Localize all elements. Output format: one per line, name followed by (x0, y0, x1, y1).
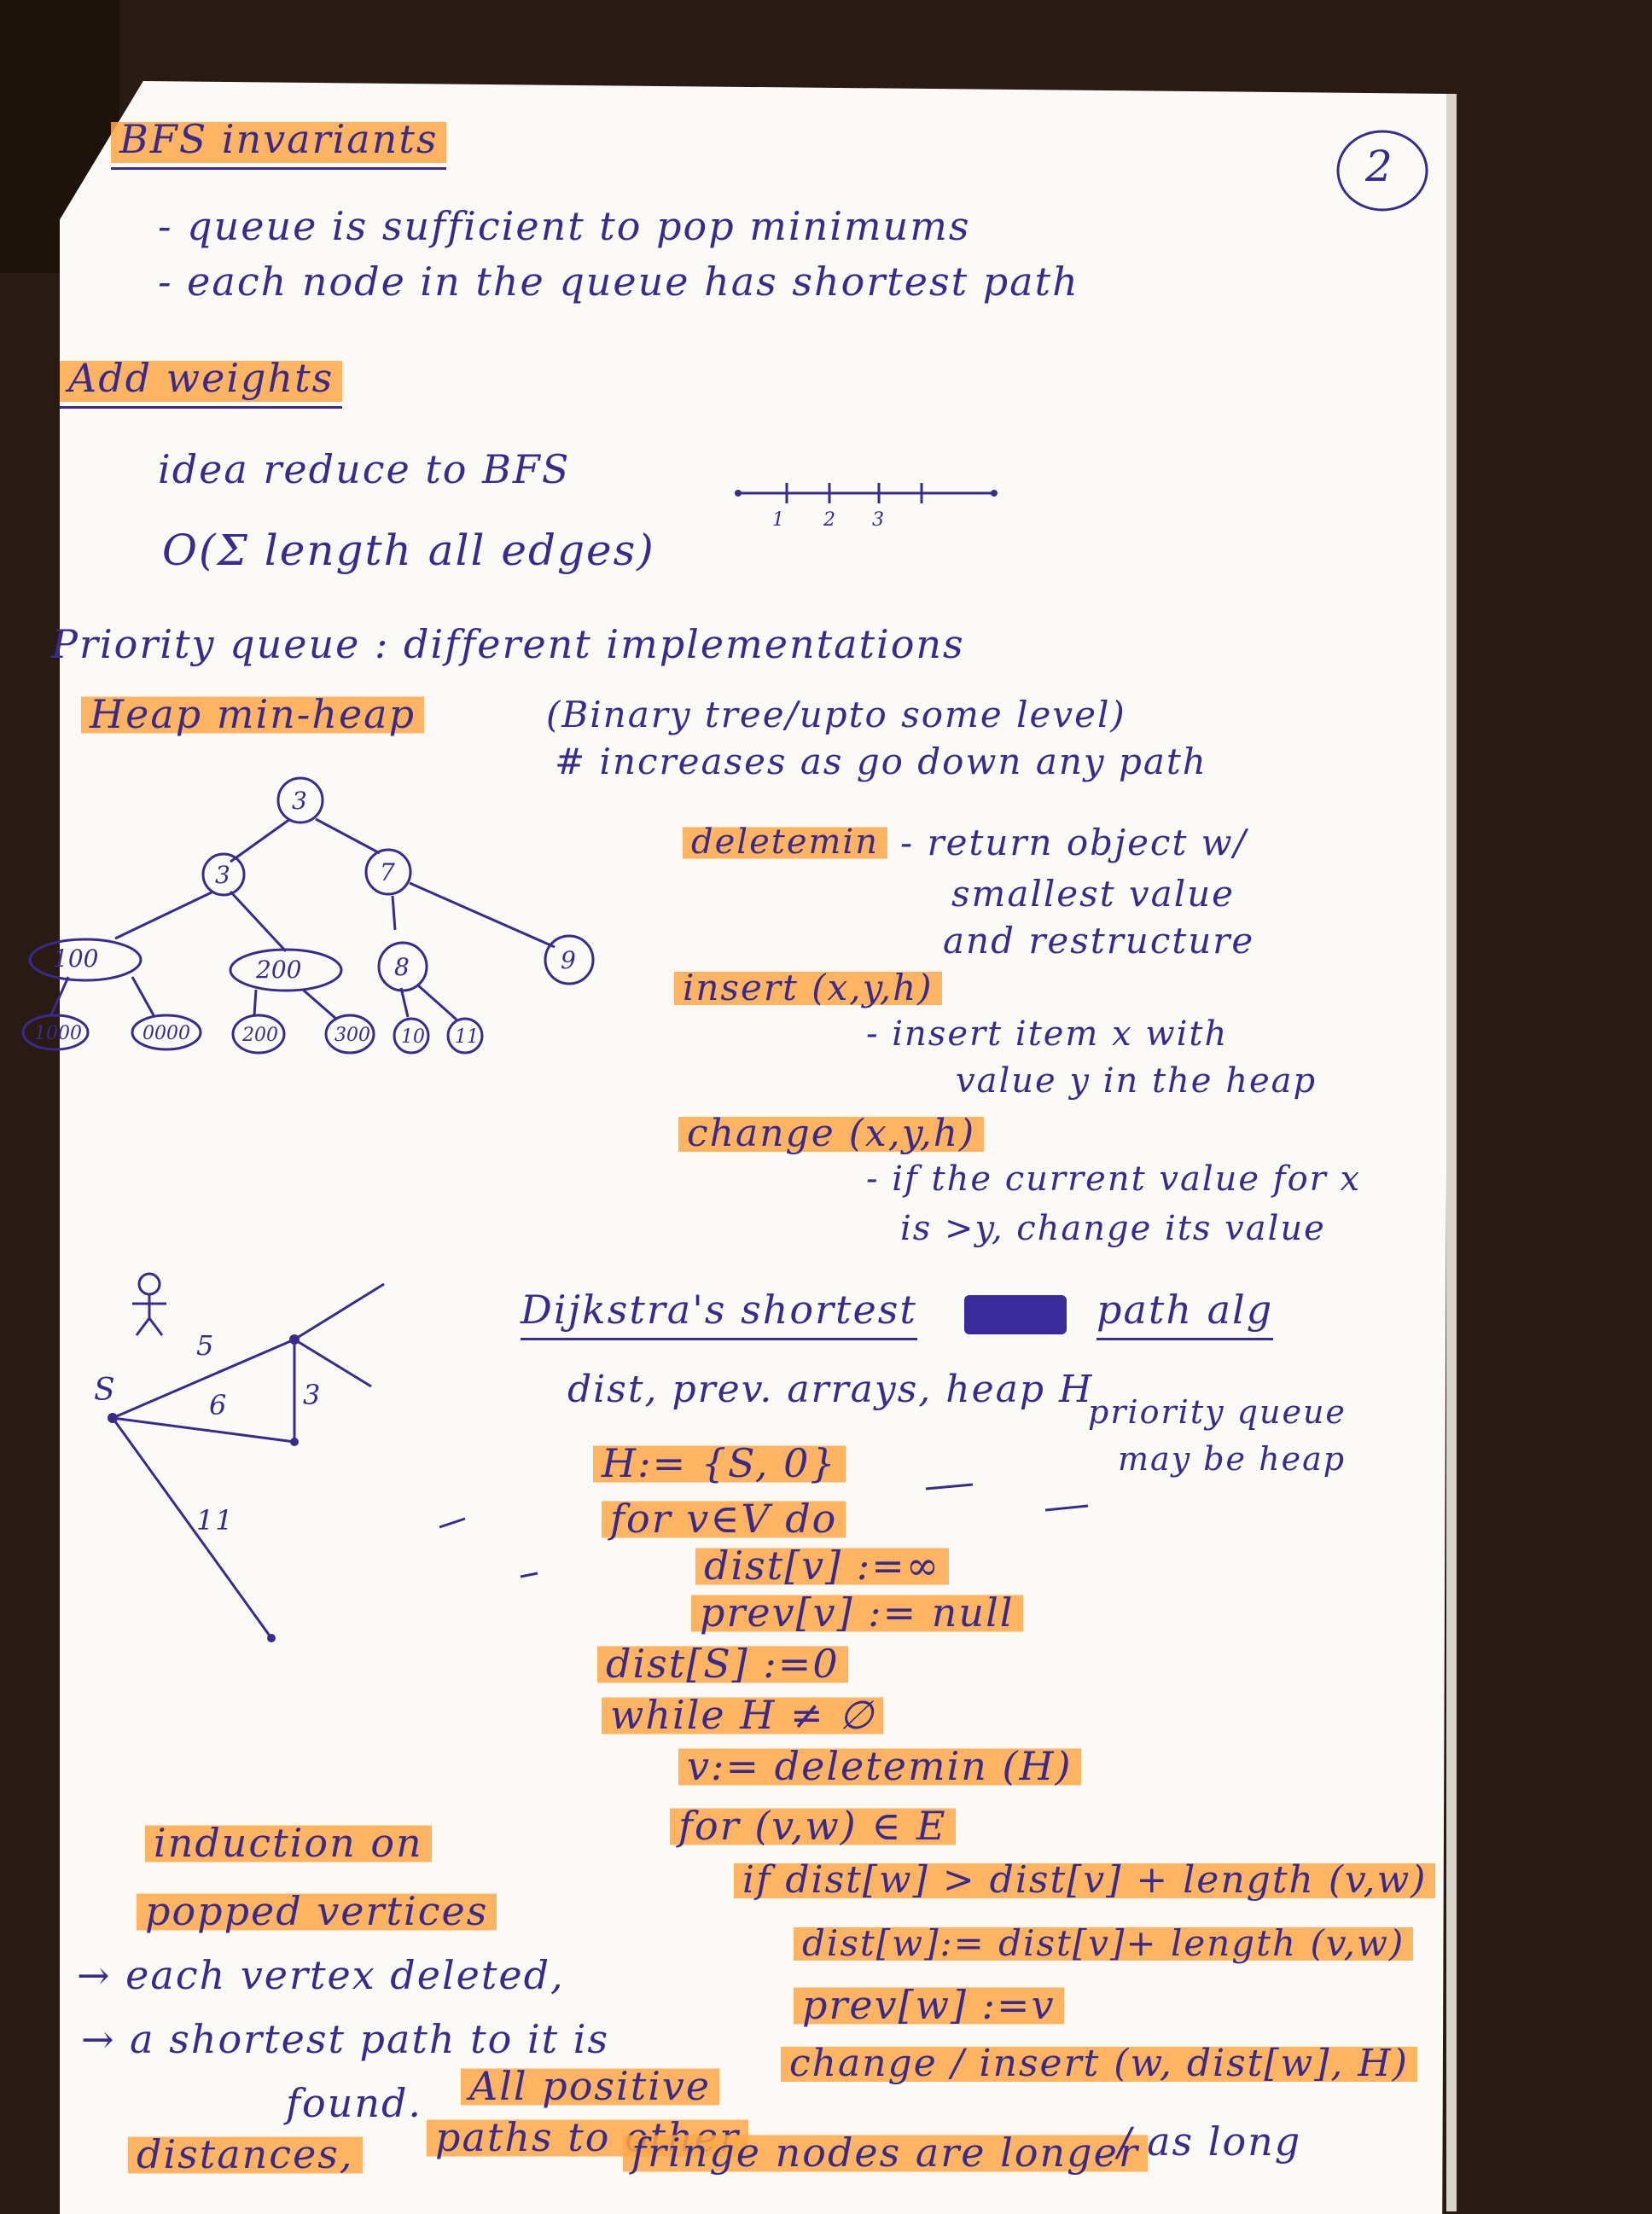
weights-complexity: O(Σ length all edges) (162, 526, 655, 575)
op-deletemin-desc-2: smallest value (951, 873, 1236, 915)
graph-edge-label-11: 11 (196, 1504, 235, 1537)
code-line-8: for (v,w) ∈ E (670, 1803, 956, 1849)
op-insert-desc-2: value y in the heap (956, 1061, 1318, 1101)
heap-node: 200 (231, 1014, 286, 1055)
heap-node: 9 (544, 934, 595, 985)
code-line-12: change / insert (w, dist[w], H) (781, 2042, 1417, 2085)
heap-increase-note: # increases as go down any path (555, 741, 1207, 782)
code-line-11: prev[w] :=v (794, 1982, 1064, 2028)
svg-text:10: 10 (401, 1026, 425, 1048)
svg-text:300: 300 (334, 1025, 370, 1046)
heap-node: 200 (229, 948, 343, 992)
op-change-desc-1: - if the current value for x (866, 1159, 1362, 1199)
heap-node: 10 (393, 1017, 430, 1055)
weights-idea: idea reduce to BFS (158, 446, 571, 492)
code-line-10: dist[w]:= dist[v]+ length (v,w) (794, 1922, 1414, 1964)
heap-node: 100 (28, 938, 143, 982)
induction-title-1: induction on (145, 1820, 432, 1866)
heap-node: 300 (324, 1014, 375, 1055)
induction-title-2: popped vertices (137, 1888, 497, 1934)
graph-edge-label-5: 5 (196, 1329, 216, 1362)
paper-stack-edge (1446, 94, 1457, 2211)
op-deletemin-desc-3: and restructure (943, 920, 1255, 962)
bfs-title: BFS invariants (111, 116, 447, 170)
svg-text:3: 3 (215, 861, 230, 889)
code-line-5: dist[S] :=0 (597, 1641, 848, 1687)
svg-text:11: 11 (455, 1026, 479, 1048)
code-line-6: while H ≠ ∅ (602, 1692, 884, 1738)
op-insert-desc-1: - insert item x with (866, 1014, 1229, 1054)
svg-text:1000: 1000 (34, 1023, 82, 1044)
induction-line-2: → a shortest path to it is (81, 2016, 610, 2062)
svg-text:100: 100 (53, 944, 98, 973)
dijkstra-title: Dijkstra's shortest (521, 1287, 917, 1340)
page-number: 2 (1365, 142, 1394, 191)
stick-figure-icon (132, 1272, 166, 1336)
bfs-bullet-2: - each node in the queue has shortest pa… (158, 259, 1079, 305)
heap-description: (Binary tree/upto some level) (546, 694, 1126, 735)
priority-queue-line: Priority queue : different implementatio… (51, 621, 965, 667)
svg-text:8: 8 (394, 953, 410, 981)
code-line-3: dist[v] :=∞ (695, 1543, 950, 1589)
heap-node: 11 (446, 1017, 484, 1055)
heap-node: 8 (377, 941, 428, 992)
code-line-1: H:= {S, 0} (593, 1440, 846, 1486)
graph-edge-label-3: 3 (303, 1379, 323, 1411)
code-line-9: if dist[w] > dist[v] + length (v,w) (734, 1858, 1436, 1902)
induction-line-7: fringe nodes are longer (623, 2130, 1148, 2176)
svg-text:200: 200 (255, 956, 301, 984)
heap-label: Heap min-heap (81, 691, 425, 737)
induction-line-8: / as long (1118, 2118, 1302, 2165)
scribbled-out-word (964, 1295, 1067, 1334)
op-change-desc-2: is >y, change its value (900, 1209, 1326, 1248)
induction-line-3: found. (286, 2080, 423, 2126)
heap-node: 0000 (131, 1014, 202, 1051)
number-line-tick-1: 1 (772, 509, 786, 531)
code-line-7: v:= deletemin (H) (678, 1743, 1081, 1789)
op-insert-name: insert (x,y,h) (674, 967, 942, 1008)
op-change-name: change (x,y,h) (678, 1112, 985, 1155)
svg-text:0000: 0000 (143, 1023, 190, 1044)
code-line-4: prev[v] := null (691, 1589, 1023, 1636)
number-line-tick-3: 3 (872, 509, 886, 531)
induction-line-4: All positive (461, 2063, 720, 2109)
svg-text:200: 200 (241, 1025, 278, 1046)
induction-line-1: → each vertex deleted, (77, 1952, 565, 1998)
dijkstra-note-2: may be heap (1118, 1440, 1347, 1478)
graph-start-label: S (94, 1373, 117, 1408)
bfs-bullet-1: - queue is sufficient to pop minimums (158, 203, 971, 249)
weights-title: Add weights (60, 355, 343, 409)
code-line-2: for v∈V do (602, 1496, 846, 1542)
heap-node: 3 (276, 776, 324, 824)
dijkstra-setup: dist, prev. arrays, heap H (567, 1368, 1094, 1411)
op-deletemin-name: deletemin (683, 822, 887, 862)
op-deletemin-desc-1: - return object w/ (900, 822, 1248, 863)
number-line-tick-2: 2 (823, 509, 837, 531)
dijkstra-note-1: priority queue (1088, 1393, 1347, 1431)
graph-edge-label-6: 6 (209, 1389, 229, 1421)
dijkstra-title-right: path alg (1096, 1287, 1274, 1340)
svg-text:9: 9 (561, 946, 576, 974)
svg-text:3: 3 (292, 787, 307, 815)
induction-line-5: distances, (128, 2131, 363, 2177)
heap-node: 1000 (21, 1014, 90, 1051)
svg-text:7: 7 (380, 858, 395, 886)
heap-node: 7 (364, 848, 412, 896)
heap-node: 3 (201, 852, 246, 897)
